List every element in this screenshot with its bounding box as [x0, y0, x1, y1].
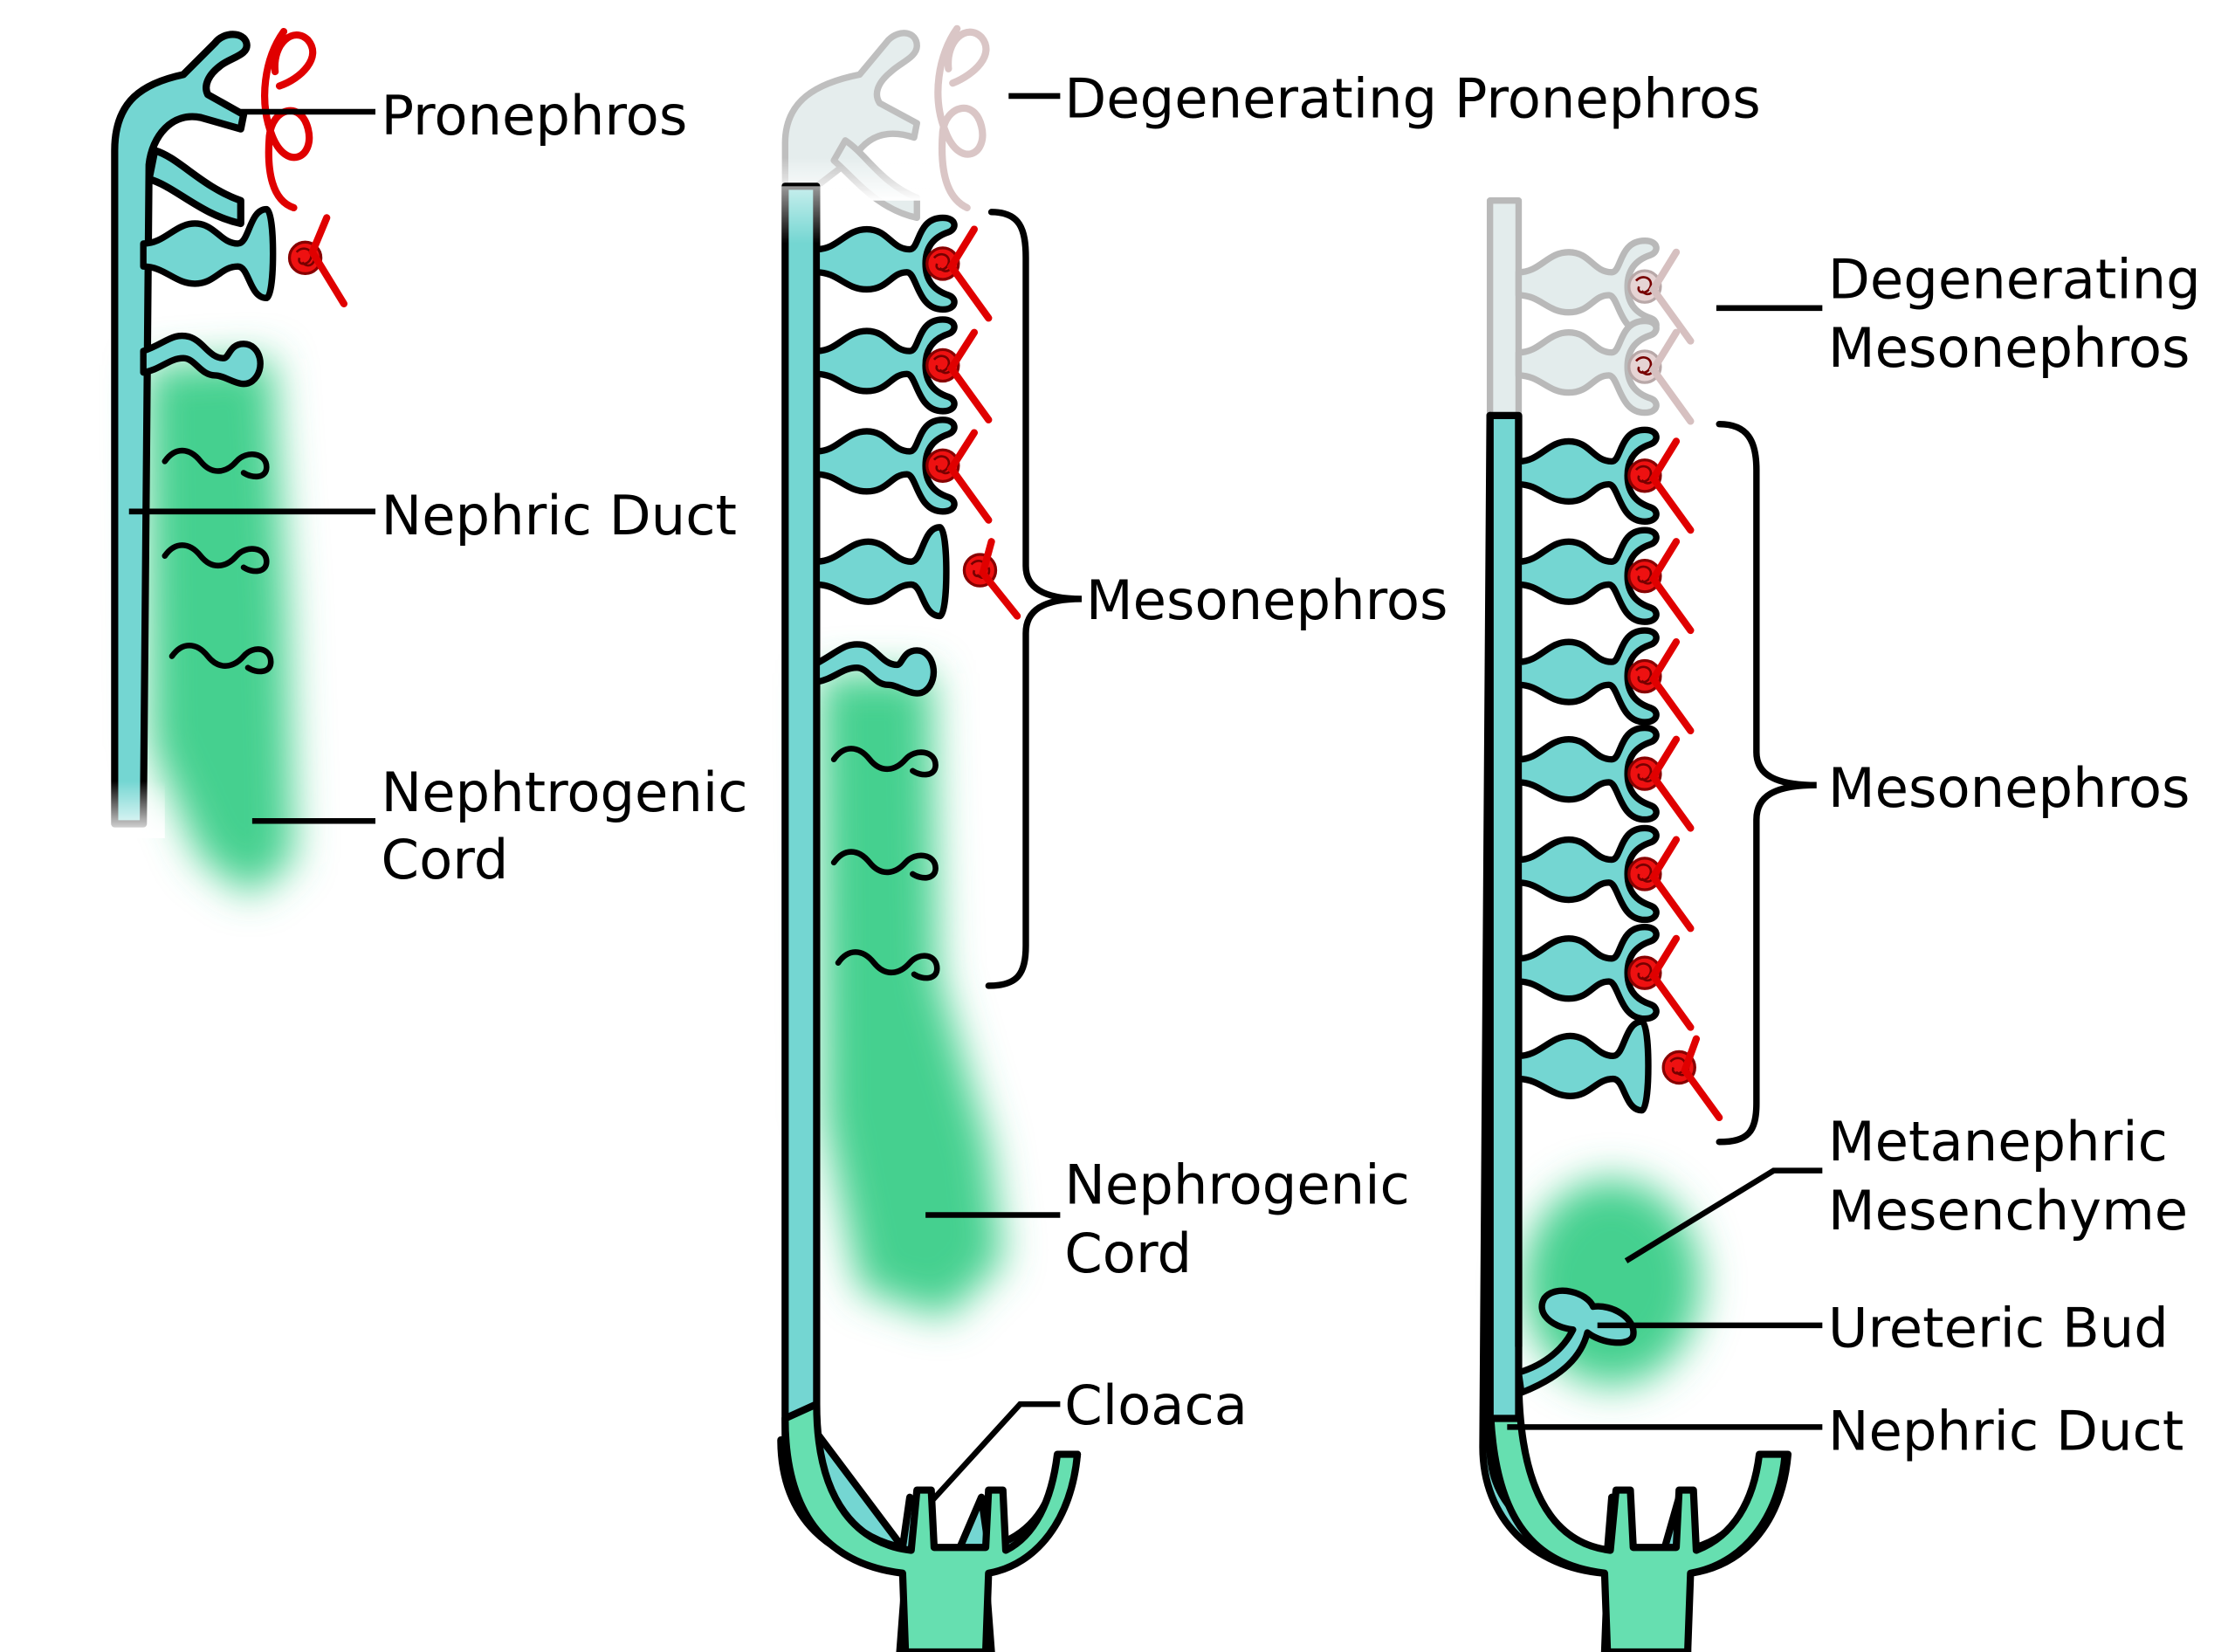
glomerulus-vessel [946, 328, 993, 423]
pronephros-vessel [261, 27, 317, 212]
label-mesonephros: Mesonephros [1086, 568, 1448, 632]
glomerulus-vessel [946, 429, 993, 524]
panel-late [1479, 197, 1792, 1652]
forming-tubule-squiggle [830, 746, 939, 778]
label-nephrogenic-cord-1: Nephtrogenic [382, 761, 748, 824]
label-nephric-duct: Nephric Duct [1828, 1400, 2183, 1463]
glomerulus-vessel [946, 225, 993, 322]
forming-tubule-squiggle [830, 849, 939, 881]
mesonephros-brace [985, 209, 1082, 989]
label-pronephros: Pronephros [382, 84, 688, 148]
mesonephric-tubule [143, 210, 273, 299]
cloaca [781, 1401, 1082, 1652]
forming-tubule-squiggle [162, 447, 270, 480]
forming-tubule [813, 641, 937, 697]
cloaca [1486, 1372, 1789, 1652]
ureteric-bud [1515, 1287, 1637, 1396]
forming-tubule-squiggle [168, 642, 274, 675]
nephrogenic-cord-blob [819, 673, 1003, 1318]
label-degenerating-mesonephros-1: Degenerating [1828, 247, 2201, 311]
panel-early [100, 27, 347, 896]
label-nephrogenic-cord-1: Nephrogenic [1064, 1153, 1410, 1216]
glomerulus-vessel [308, 214, 347, 307]
label-metanephric-mesenchyme-2: Mesenchyme [1828, 1179, 2188, 1242]
label-nephric-duct: Nephric Duct [382, 484, 737, 547]
label-degenerating-pronephros: Degenerating Pronephros [1064, 67, 1760, 131]
forming-tubule-squiggle [162, 542, 270, 575]
forming-tubule-squiggle [835, 949, 940, 981]
glomerulus-vessel [979, 538, 1021, 620]
mesonephros-brace [1716, 421, 1817, 1146]
label-nephrogenic-cord-2: Cord [1064, 1222, 1192, 1285]
label-degenerating-mesonephros-2: Mesonephros [1828, 316, 2190, 380]
label-metanephric-mesenchyme-1: Metanephric [1828, 1110, 2168, 1174]
label-cloaca: Cloaca [1064, 1373, 1248, 1437]
nephrogenic-cord-blob [146, 358, 294, 896]
forming-tubule [140, 332, 264, 388]
cloaca-leader-line [929, 1401, 1061, 1504]
label-nephrogenic-cord-2: Cord [382, 828, 509, 891]
label-mesonephros: Mesonephros [1828, 756, 2190, 820]
nephric-duct [111, 31, 251, 828]
label-ureteric-bud: Ureteric Bud [1828, 1296, 2169, 1359]
pronephros-tubule [145, 147, 244, 228]
mesonephric-tubule [816, 527, 946, 616]
panel-middle [774, 24, 1082, 1652]
mesonephric-tubules [1518, 430, 1723, 1122]
metanephric-mesenchyme-leader-line [1624, 1167, 1823, 1263]
degenerating-mesonephros [1486, 197, 1695, 425]
